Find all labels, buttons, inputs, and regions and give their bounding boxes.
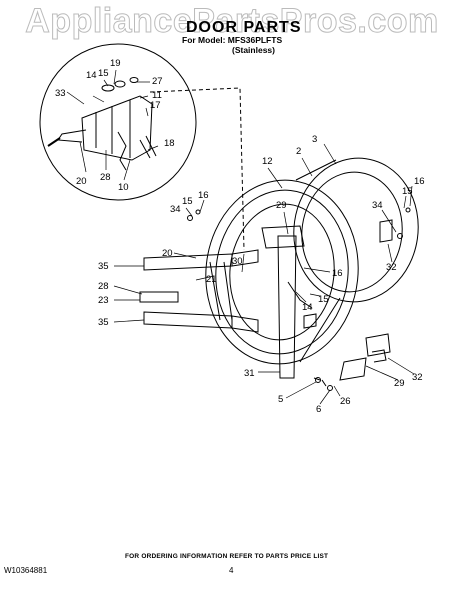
callout-20: 20 <box>162 248 173 259</box>
callout-14: 14 <box>302 302 313 313</box>
callout-34-left: 34 <box>170 204 181 215</box>
callout-14-inset: 14 <box>86 70 97 81</box>
callout-16-left: 16 <box>198 190 209 201</box>
callout-15-mid: 15 <box>318 294 329 305</box>
callout-leaders <box>66 69 415 405</box>
callout-20-inset: 20 <box>76 176 87 187</box>
callout-28: 28 <box>98 281 109 292</box>
hinge-bar <box>261 225 313 379</box>
detail-inset-circle <box>39 43 197 201</box>
callout-35-top: 35 <box>98 261 109 272</box>
callout-19: 19 <box>110 58 121 69</box>
callout-11: 11 <box>152 90 162 101</box>
callout-10: 10 <box>118 182 129 193</box>
door-glass-outer <box>215 189 349 355</box>
callout-5: 5 <box>278 394 283 405</box>
door-front-ring <box>205 179 359 365</box>
callout-3: 3 <box>312 134 317 145</box>
door-frame-inner <box>301 171 403 293</box>
callout-29-bottom: 29 <box>394 378 405 389</box>
door-drum-lines <box>295 159 341 363</box>
callout-28-inset: 28 <box>100 172 111 183</box>
variant-label: (Stainless) <box>232 45 275 55</box>
callout-32-bottom: 32 <box>412 372 423 383</box>
washer-15-left <box>195 209 201 215</box>
document-number: W10364881 <box>4 566 48 575</box>
callout-29-top: 29 <box>276 200 287 211</box>
callout-35-bottom: 35 <box>98 317 109 328</box>
callout-17: 17 <box>150 100 161 111</box>
ordering-note: FOR ORDERING INFORMATION REFER TO PARTS … <box>125 553 329 560</box>
screw-34-left <box>187 215 193 221</box>
bracket-32-mid <box>303 313 317 329</box>
callout-18: 18 <box>164 138 175 149</box>
callout-27: 27 <box>152 76 163 87</box>
callout-23: 23 <box>98 295 109 306</box>
callout-16-mid: 16 <box>332 268 343 279</box>
callout-12: 12 <box>262 156 273 167</box>
page-number: 4 <box>229 566 234 575</box>
callout-32-right: 32 <box>386 262 397 273</box>
model-line: For Model: MFS36PLFTS <box>182 35 283 45</box>
inset-hinge-assembly <box>47 77 157 171</box>
inset-leader-line <box>149 87 245 251</box>
washer-15-right <box>405 207 411 213</box>
door-glass-inner <box>229 203 335 341</box>
callout-2: 2 <box>296 146 301 157</box>
callout-16-right: 16 <box>414 176 425 187</box>
callout-34-right: 34 <box>372 200 383 211</box>
bottom-hinge-bracket <box>313 333 391 391</box>
page-title: DOOR PARTS <box>186 19 302 36</box>
callout-15-inset: 15 <box>98 68 109 79</box>
callout-21: 21 <box>206 274 217 285</box>
callout-30: 30 <box>232 256 243 267</box>
callout-26: 26 <box>340 396 351 407</box>
callout-6: 6 <box>316 404 321 415</box>
callout-33: 33 <box>55 88 66 99</box>
screw-34-right <box>397 233 403 239</box>
door-outer-frame <box>293 157 419 303</box>
callout-31: 31 <box>244 368 255 379</box>
callout-15-left: 15 <box>182 196 193 207</box>
bracket-32-right <box>379 219 393 243</box>
callout-15-right: 15 <box>402 186 413 197</box>
